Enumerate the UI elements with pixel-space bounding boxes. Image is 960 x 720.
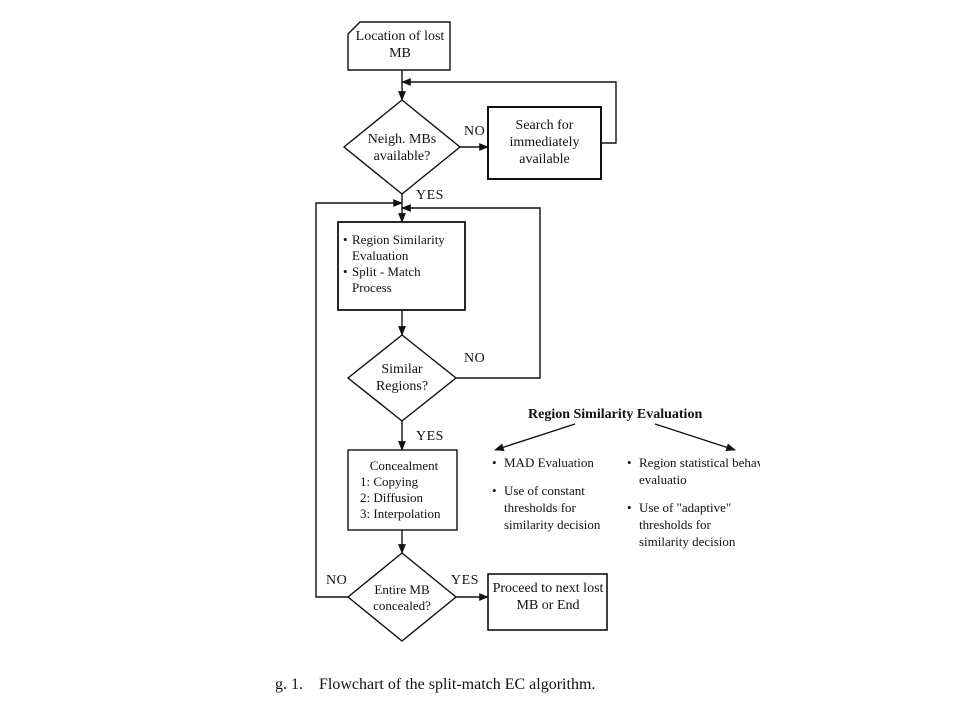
concealment-box-label: Concealment 1: Copying 2: Diffusion 3: I… [352,458,456,522]
start-terminal-shape [347,21,451,71]
label-yes-neighbors: YES [416,188,444,203]
similarity-left-column: MAD Evaluation Use of constant threshold… [492,454,624,544]
concealment-step: 1: Copying [360,474,419,489]
search-box-label: Search for immediately available [509,118,580,167]
panel-branch-left [494,423,576,452]
decision-neighbors-label: Neigh. MBs available? [367,132,437,164]
criterion-item: MAD Evaluation [492,454,624,471]
concealment-step: 2: Diffusion [360,490,423,505]
label-no-similar: NO [464,351,486,366]
decision-similar-label: Similar Regions? [375,362,429,394]
label-no-neighbors: NO [464,124,486,139]
arrow-search-loop [401,78,617,144]
arrow-decision3-no-loop [315,199,403,598]
process-box-label: Region Similarity Evaluation Split - Mat… [343,232,463,296]
end-box-label: Proceed to next lost MB or End [492,581,604,613]
panel-branch-right [654,423,736,452]
similarity-panel-title: Region Similarity Evaluation [528,407,703,422]
criterion-item: Region statistical behaviour evaluatio [627,454,760,488]
process-item: Split - Match Process [343,264,463,296]
figure-caption: g. 1. Flowchart of the split-match EC al… [275,676,596,693]
decision-entire-label: Entire MB concealed? [373,582,431,613]
label-yes-similar: YES [416,429,444,444]
label-yes-entire: YES [451,573,479,588]
end-box-shape [487,573,608,631]
decision-entire-shape [346,552,458,642]
arrow-decision2-no-loop [401,204,541,379]
similarity-right-column: Region statistical behaviour evaluatio U… [627,454,760,554]
criterion-item: Use of constant thresholds for similarit… [492,482,612,533]
concealment-title: Concealment [369,458,439,473]
criterion-item: Use of "adaptive" thresholds for similar… [627,499,760,550]
process-item: Region Similarity Evaluation [343,232,463,264]
label-no-entire: NO [326,573,348,588]
start-terminal-label: Location of lost MB [355,29,445,61]
concealment-step: 3: Interpolation [360,506,441,521]
